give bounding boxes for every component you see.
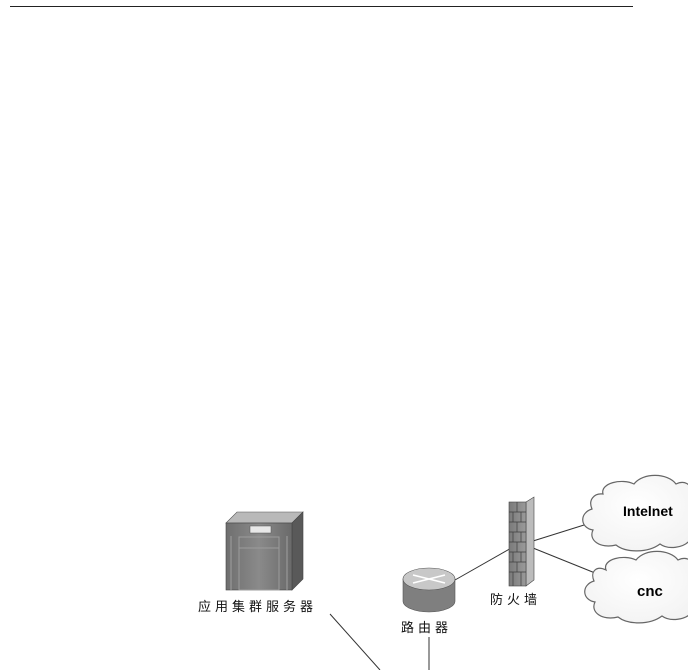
- router-icon: [402, 567, 456, 613]
- cloud-cnc-label: cnc: [637, 583, 663, 600]
- server-icon: [225, 511, 304, 591]
- firewall-icon: [508, 496, 535, 587]
- server-label: 应用集群服务器: [198, 599, 317, 615]
- line-server-down: [329, 613, 381, 670]
- line-router-firewall: [454, 546, 514, 581]
- router-label: 路由器: [401, 620, 452, 636]
- cnc-cloud-icon: cnc: [584, 550, 688, 624]
- internet-cloud-icon: Intelnet: [582, 474, 688, 552]
- connection-lines: [329, 519, 606, 670]
- firewall-label: 防火墙: [490, 592, 541, 608]
- cloud-internet-label: Intelnet: [623, 503, 673, 519]
